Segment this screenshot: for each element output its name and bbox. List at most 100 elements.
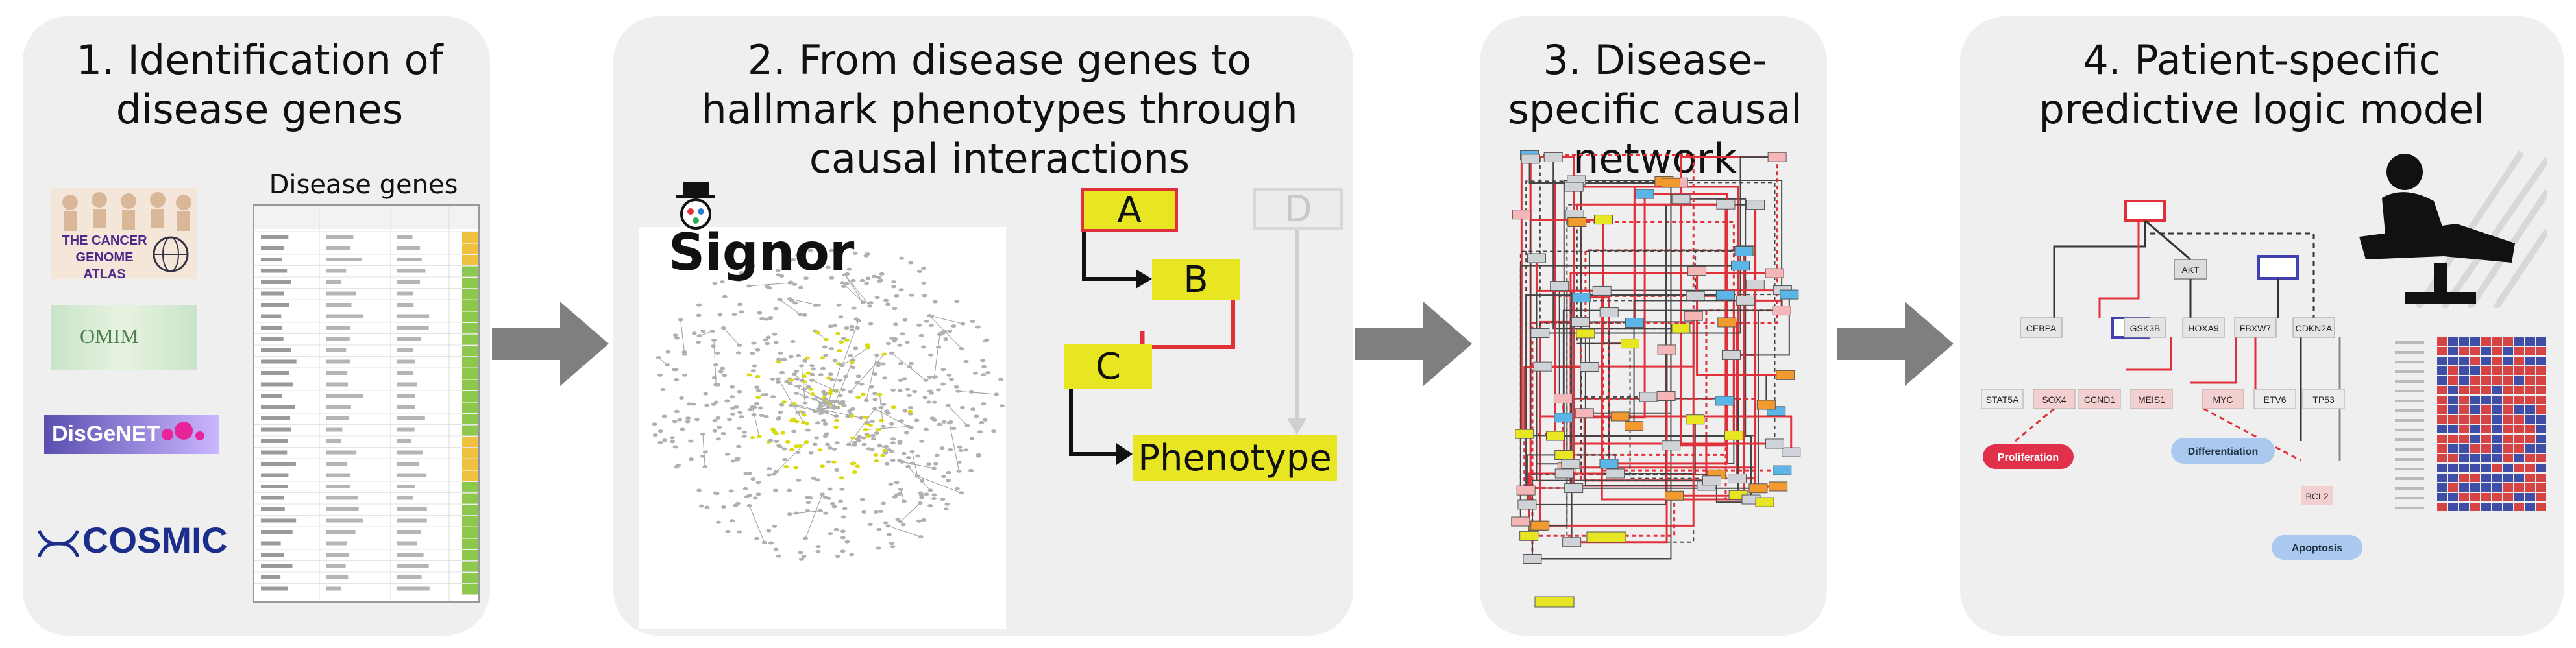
network-edge [1726,321,1735,436]
signor-node [903,431,909,435]
signor-node [779,370,785,374]
signor-node [928,391,934,395]
signor-node [964,424,970,427]
signor-node [928,323,934,327]
table-cell [397,291,413,296]
signor-node [828,532,833,536]
signor-disease-node [877,392,883,396]
signor-node [798,557,804,561]
signor-node [921,281,927,285]
heatmap-cell [2459,386,2469,394]
signor-node [746,504,752,508]
signor-node [657,440,663,444]
network-node [1776,370,1795,380]
signor-node [715,416,721,420]
signor-node [852,443,857,447]
heatmap-cell [2481,483,2491,492]
signor-node [802,313,807,317]
network-node [1530,328,1550,339]
signor-disease-node [785,440,791,444]
signor-node [741,430,747,434]
signor-node [730,385,735,389]
network-node [1554,413,1573,423]
signor-disease-node [863,428,868,432]
table-cell [261,586,288,591]
heatmap-cell [2525,415,2535,424]
signor-node [891,280,897,284]
network-node [1772,306,1791,316]
network-node [1765,438,1784,449]
network-edge [1645,193,1728,322]
signor-node [829,502,835,506]
heatmap-cell [2525,435,2535,443]
network-edge [1705,309,1782,486]
heatmap-row-label [2395,400,2424,402]
signor-disease-node [826,376,831,380]
signor-node [894,294,900,298]
signor-node [816,407,822,411]
heatmap-cell [2536,425,2546,433]
signor-node [825,442,831,446]
network-node [1580,361,1599,372]
signor-node [761,540,767,544]
network-node [1657,344,1676,355]
heatmap-cell [2492,444,2502,453]
patient-chair-icon [2359,150,2551,310]
signor-disease-node [907,409,913,413]
logic-gene-label: CDKN2A [2296,323,2333,333]
signor-node [957,445,963,449]
signor-node [827,446,833,450]
table-cell [261,462,296,466]
table-cell [261,553,284,557]
network-node [1530,520,1550,531]
network-node [1576,328,1595,339]
table-cell [326,269,347,273]
signor-node [889,422,894,426]
network-phenotype-node [1534,596,1575,608]
signor-node [959,491,964,495]
signor-node [850,407,855,411]
signor-disease-node [863,415,868,419]
network-node [1554,450,1574,460]
heatmap-cell [2503,357,2513,365]
signor-node [948,448,953,451]
signor-node [826,496,832,500]
network-node [1702,475,1721,486]
table-cell [326,235,354,239]
network-edge [1588,249,1746,367]
signor-node [876,276,882,280]
signor-node [831,447,837,451]
heatmap-cell [2437,386,2447,394]
signor-disease-node [850,436,855,440]
network-node [1554,468,1574,479]
panel-3-title: 3. Disease-specific causal network [1508,36,1802,182]
signor-node [688,439,694,443]
signor-node [672,420,678,424]
heatmap-cell [2448,474,2458,482]
signor-node [885,524,891,528]
signor-disease-node [746,373,752,377]
signor-node [802,401,808,405]
table-cell [261,235,289,239]
signor-node [927,314,933,318]
network-node [1533,361,1552,372]
network-node [1767,152,1787,162]
signor-node [901,499,907,503]
signor-node [941,420,947,424]
table-status-cell [462,232,478,243]
signor-node [794,391,800,395]
table-cell [261,280,291,284]
signor-node [984,338,990,342]
table-cell [326,371,348,375]
signor-node [829,276,835,280]
signor-node [931,466,937,470]
signor-disease-node [823,338,829,342]
heatmap-cell [2492,357,2502,365]
heatmap-cell [2503,415,2513,424]
table-status-cell [462,300,478,311]
signor-disease-node [793,444,799,448]
table-status-cell [462,243,478,254]
signor-disease-node [881,352,887,356]
signor-node [801,555,807,558]
heatmap-cell [2525,425,2535,433]
